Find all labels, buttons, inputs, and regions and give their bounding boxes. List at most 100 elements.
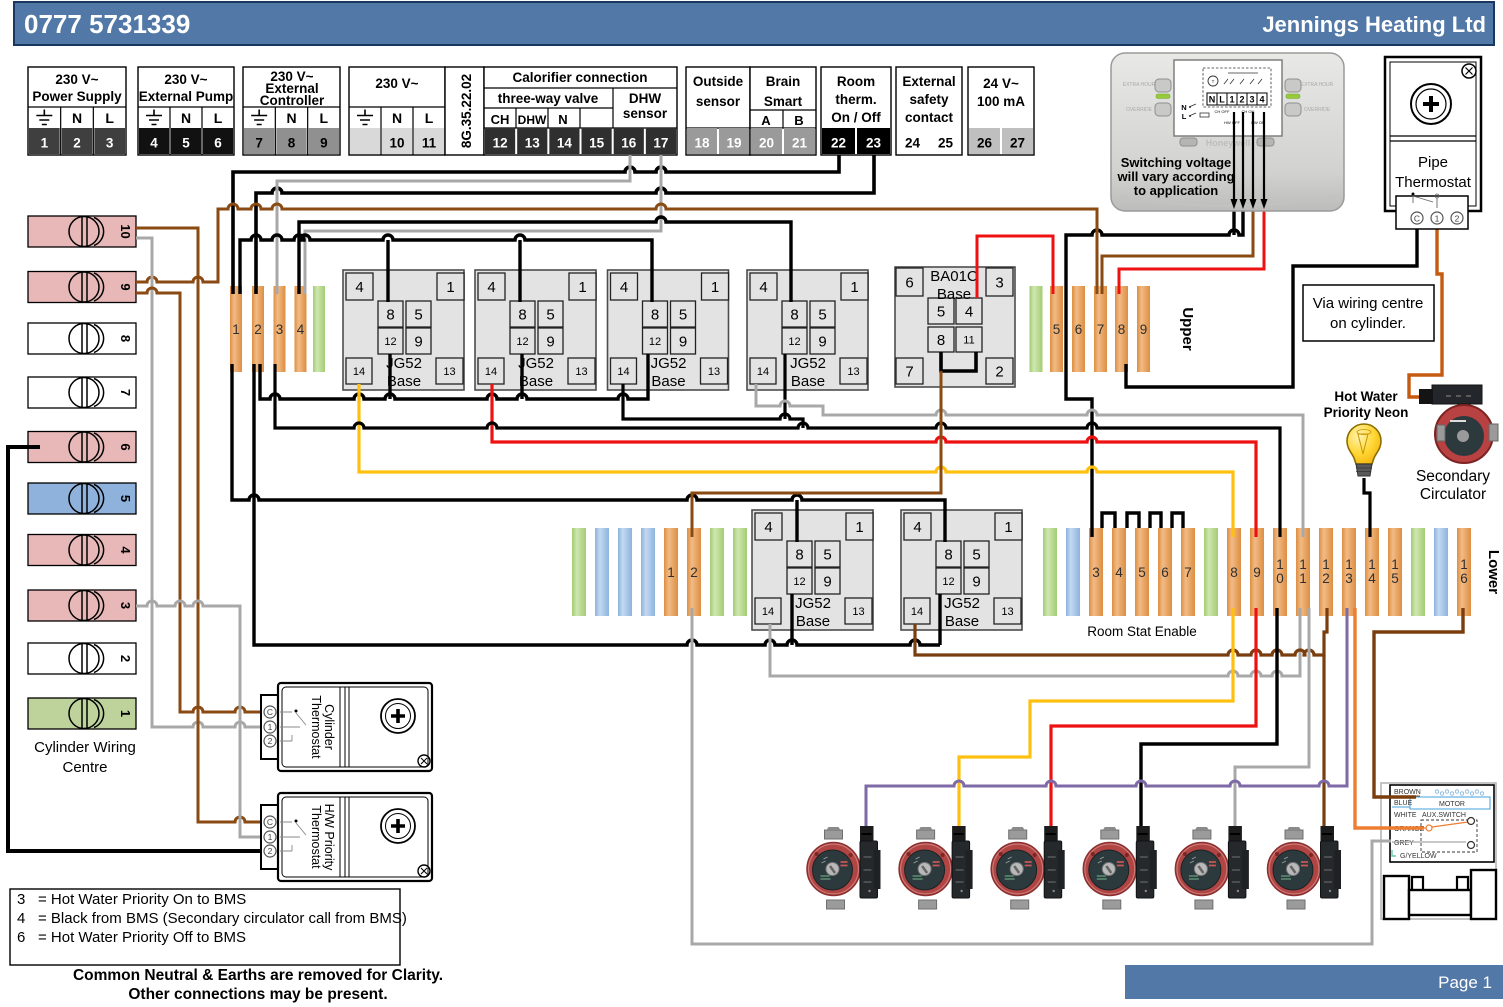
svg-text:9: 9 [414, 333, 422, 350]
svg-text:On / Off: On / Off [831, 110, 881, 125]
svg-text:Controller: Controller [260, 93, 325, 108]
svg-text:3: 3 [995, 274, 1003, 291]
svg-text:13: 13 [1001, 606, 1013, 618]
svg-text:0: 0 [1276, 571, 1284, 586]
svg-text:= Hot Water Priority On to BMS: = Hot Water Priority On to BMS [38, 891, 246, 908]
svg-text:6: 6 [214, 136, 222, 151]
svg-text:5: 5 [546, 306, 554, 323]
svg-text:2: 2 [690, 565, 698, 580]
svg-text:12: 12 [793, 576, 805, 588]
svg-text:Smart: Smart [764, 94, 803, 109]
svg-text:N: N [181, 110, 191, 126]
svg-text:2: 2 [254, 322, 262, 337]
svg-text:Centre: Centre [62, 759, 107, 776]
svg-text:24: 24 [905, 136, 921, 151]
svg-text:13: 13 [575, 366, 587, 378]
svg-text:Room: Room [837, 74, 875, 89]
svg-text:N: N [1209, 95, 1216, 105]
svg-text:4: 4 [355, 279, 363, 296]
svg-text:23: 23 [866, 136, 882, 151]
svg-text:N: N [558, 112, 567, 127]
svg-text:14: 14 [353, 366, 365, 378]
svg-text:9: 9 [118, 283, 133, 290]
svg-text:BA01C: BA01C [930, 268, 978, 285]
svg-text:WHITE: WHITE [1394, 812, 1417, 819]
svg-text:JG52: JG52 [944, 595, 980, 612]
svg-text:2: 2 [995, 363, 1003, 380]
svg-text:1: 1 [1276, 557, 1284, 572]
svg-text:5: 5 [1138, 565, 1146, 580]
svg-text:5: 5 [937, 303, 945, 320]
svg-text:14: 14 [557, 136, 573, 151]
svg-text:16: 16 [621, 136, 637, 151]
svg-text:11: 11 [963, 334, 974, 346]
svg-text:24 V~: 24 V~ [983, 76, 1019, 91]
svg-text:8: 8 [518, 306, 526, 323]
svg-text:14: 14 [762, 606, 774, 618]
svg-text:Secondary: Secondary [1416, 468, 1490, 485]
svg-text:H/W Priority: H/W Priority [322, 804, 336, 871]
svg-text:AUX.SWITCH: AUX.SWITCH [1422, 812, 1466, 819]
svg-text:Base: Base [791, 373, 825, 390]
svg-text:contact: contact [905, 110, 954, 125]
svg-text:Upper: Upper [1179, 307, 1196, 351]
svg-text:9: 9 [1140, 322, 1148, 337]
svg-text:C: C [1414, 214, 1420, 224]
svg-text:L: L [320, 110, 329, 126]
svg-text:13: 13 [708, 366, 720, 378]
svg-text:MOTOR: MOTOR [1439, 801, 1465, 808]
svg-text:4: 4 [150, 136, 158, 151]
svg-text:18: 18 [694, 136, 710, 151]
svg-text:1: 1 [1229, 95, 1234, 105]
svg-text:17: 17 [653, 136, 668, 151]
svg-text:7: 7 [905, 363, 913, 380]
svg-text:will vary according: will vary according [1116, 169, 1234, 184]
svg-text:2: 2 [268, 736, 273, 746]
svg-text:N: N [392, 110, 402, 126]
svg-text:JG52: JG52 [386, 355, 422, 372]
svg-text:Other connections may be prese: Other connections may be present. [128, 986, 387, 1003]
svg-text:Via wiring centre: Via wiring centre [1313, 295, 1424, 312]
svg-text:4: 4 [1368, 571, 1376, 586]
svg-text:4: 4 [17, 910, 25, 927]
svg-text:Calorifier connection: Calorifier connection [512, 70, 647, 85]
svg-text:= Black from BMS (Secondary ci: = Black from BMS (Secondary circulator c… [38, 910, 407, 927]
svg-text:5: 5 [679, 306, 687, 323]
svg-text:2: 2 [1239, 95, 1244, 105]
svg-text:5: 5 [414, 306, 422, 323]
svg-text:3: 3 [118, 602, 133, 609]
svg-text:OVERRIDE: OVERRIDE [1304, 107, 1331, 113]
svg-text:10: 10 [389, 136, 404, 151]
svg-text:0777 5731339: 0777 5731339 [24, 9, 190, 39]
svg-text:20: 20 [759, 136, 774, 151]
svg-text:8: 8 [651, 306, 659, 323]
svg-text:9: 9 [972, 573, 980, 590]
svg-text:7: 7 [1097, 322, 1105, 337]
svg-text:Honeywell: Honeywell [1206, 138, 1251, 148]
svg-text:L: L [214, 110, 223, 126]
svg-text:three-way valve: three-way valve [498, 91, 599, 106]
svg-text:sensor: sensor [623, 106, 668, 121]
svg-text:8: 8 [1118, 322, 1126, 337]
svg-text:N: N [1181, 103, 1186, 112]
svg-text:Priority Neon: Priority Neon [1324, 405, 1409, 420]
svg-text:Hot Water: Hot Water [1334, 389, 1398, 404]
svg-text:12: 12 [493, 136, 508, 151]
svg-text:therm.: therm. [835, 92, 876, 107]
svg-text:1: 1 [1322, 557, 1330, 572]
svg-text:4: 4 [759, 279, 767, 296]
svg-text:4: 4 [764, 519, 772, 536]
svg-text:3: 3 [1249, 95, 1254, 105]
svg-text:3: 3 [1345, 571, 1353, 586]
svg-text:L: L [1219, 95, 1225, 105]
svg-text:12: 12 [942, 576, 954, 588]
svg-text:B: B [794, 113, 803, 128]
svg-text:Base: Base [519, 373, 553, 390]
svg-text:6: 6 [17, 929, 25, 946]
svg-text:Jennings Heating Ltd: Jennings Heating Ltd [1262, 12, 1486, 37]
svg-text:DHW: DHW [518, 113, 547, 127]
svg-text:6: 6 [1161, 565, 1169, 580]
svg-text:8: 8 [937, 332, 945, 349]
svg-text:External: External [265, 81, 318, 96]
svg-text:4: 4 [487, 279, 495, 296]
